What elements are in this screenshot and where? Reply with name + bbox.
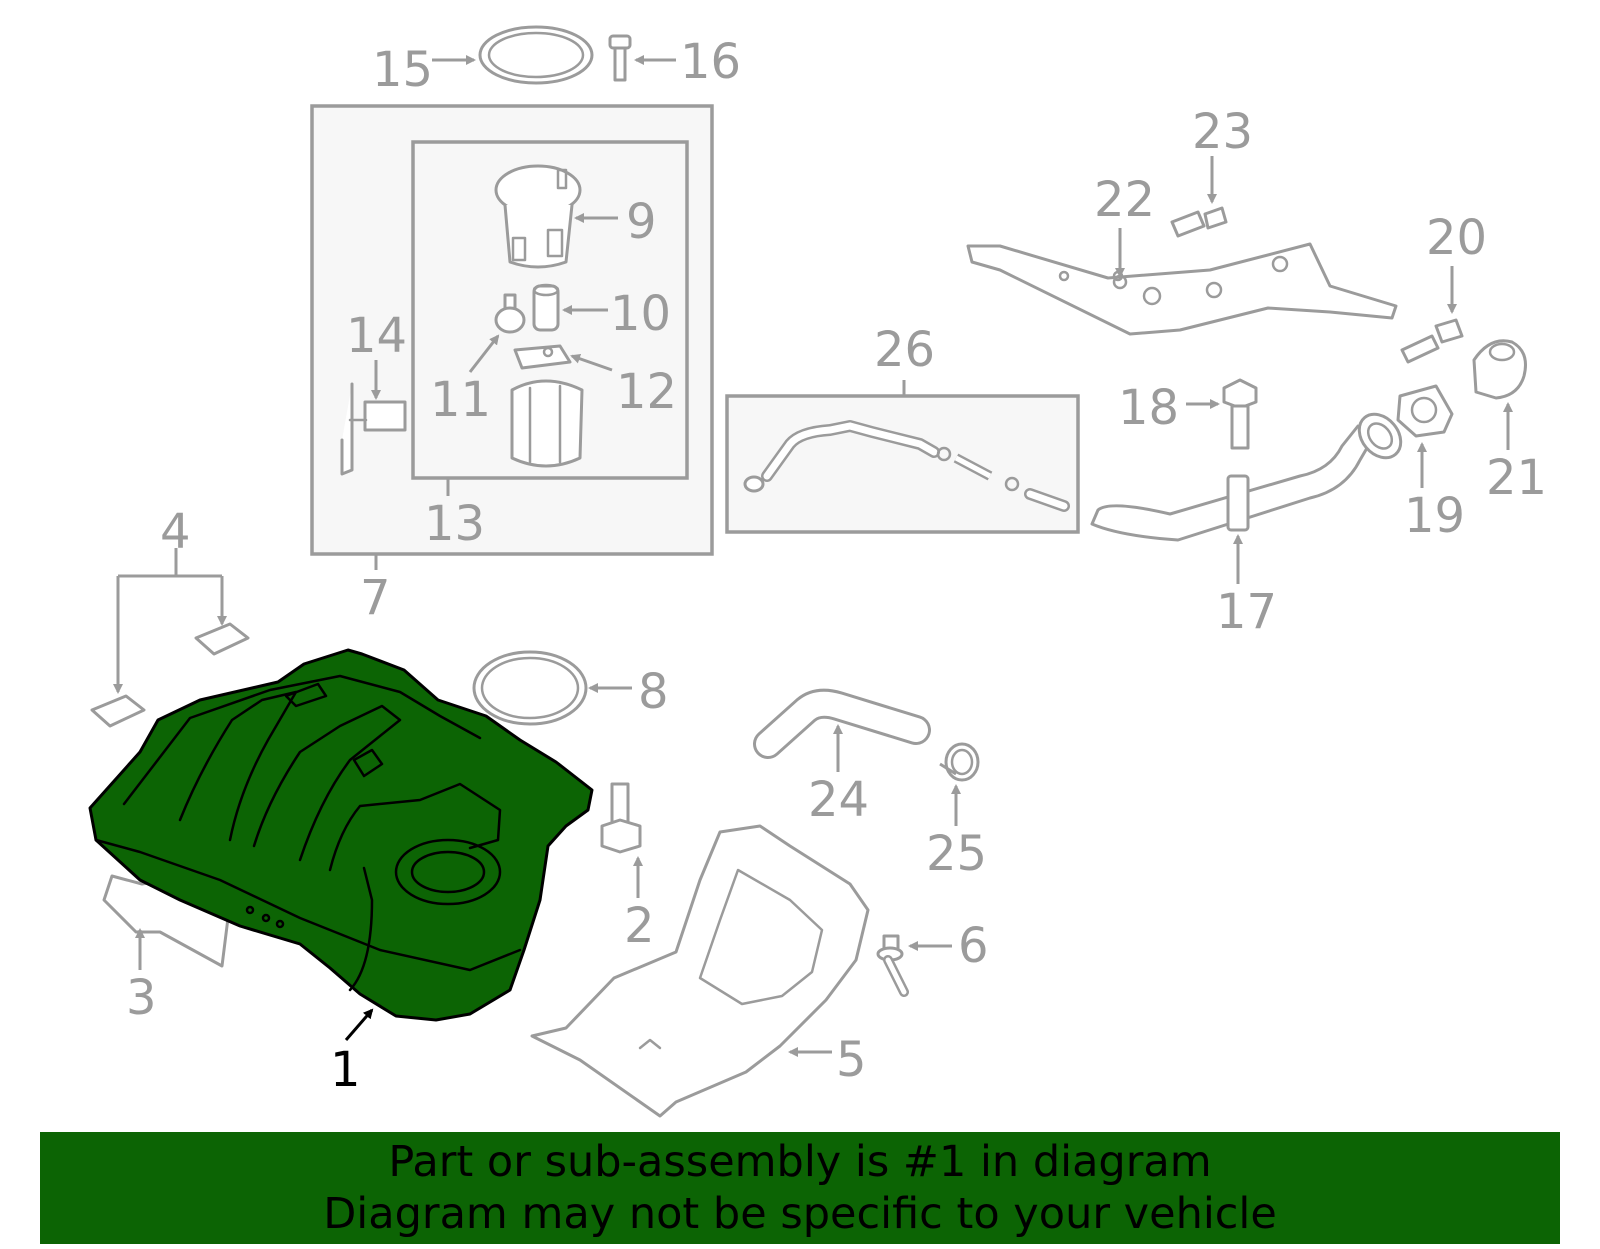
callout-13: 13 bbox=[424, 496, 485, 552]
info-banner: Part or sub-assembly is #1 in diagram Di… bbox=[40, 1132, 1560, 1244]
callout-7: 7 bbox=[360, 570, 391, 626]
part-17-filler-pipe[interactable] bbox=[1090, 406, 1409, 542]
callout-3: 3 bbox=[126, 970, 157, 1026]
callout-4: 4 bbox=[160, 504, 191, 560]
callout-20: 20 bbox=[1426, 210, 1487, 266]
callout-26: 26 bbox=[874, 322, 935, 378]
part-4-pads[interactable] bbox=[90, 622, 250, 728]
callout-22: 22 bbox=[1094, 172, 1155, 228]
callout-25: 25 bbox=[926, 826, 987, 882]
callout-6: 6 bbox=[958, 918, 989, 974]
callout-1: 1 bbox=[330, 1042, 361, 1098]
callout-10: 10 bbox=[610, 286, 671, 342]
parts-diagram: 1 2 3 4 5 6 7 8 9 10 11 12 13 14 15 16 1… bbox=[88, 25, 1547, 1118]
callout-23: 23 bbox=[1192, 104, 1253, 160]
part-20-bolt[interactable] bbox=[1400, 318, 1464, 364]
callout-21: 21 bbox=[1486, 450, 1547, 506]
callout-19: 19 bbox=[1404, 488, 1465, 544]
part-14-fuel-sender[interactable] bbox=[340, 382, 407, 476]
part-22-bracket[interactable] bbox=[966, 242, 1398, 336]
part-6-clip[interactable] bbox=[876, 934, 909, 997]
callout-15: 15 bbox=[372, 42, 433, 98]
callout-9: 9 bbox=[626, 194, 657, 250]
part-23-bolt[interactable] bbox=[1170, 206, 1228, 238]
part-21-filler-cap[interactable] bbox=[1472, 339, 1527, 400]
callout-12: 12 bbox=[616, 364, 677, 420]
callout-16: 16 bbox=[680, 34, 741, 90]
callout-17: 17 bbox=[1216, 584, 1277, 640]
callout-labels: 1 2 3 4 5 6 7 8 9 10 11 12 13 14 15 16 1… bbox=[126, 34, 1547, 1098]
callout-2: 2 bbox=[624, 898, 655, 954]
part-13-reservoir[interactable] bbox=[510, 379, 584, 468]
part-15-gasket[interactable] bbox=[478, 25, 594, 85]
part-16-screw[interactable] bbox=[608, 34, 632, 82]
part-2-bolt[interactable] bbox=[600, 782, 642, 854]
part-18-bolt[interactable] bbox=[1222, 378, 1258, 450]
part-26-hose-assembly[interactable] bbox=[743, 420, 1070, 512]
part-9-pump-module[interactable] bbox=[494, 164, 582, 269]
callout-14: 14 bbox=[346, 308, 407, 364]
callout-11: 11 bbox=[430, 372, 491, 428]
callout-24: 24 bbox=[808, 772, 869, 828]
part-10-fuel-pump[interactable] bbox=[532, 283, 560, 332]
part-25-clamp[interactable] bbox=[944, 742, 980, 782]
part-19-gasket[interactable] bbox=[1396, 384, 1454, 438]
part-24-hose[interactable] bbox=[753, 688, 931, 759]
part-8-gasket[interactable] bbox=[472, 650, 588, 726]
callout-5: 5 bbox=[836, 1032, 867, 1088]
leader-lines bbox=[113, 55, 1513, 1057]
part-5-heat-shield[interactable] bbox=[530, 824, 870, 1118]
banner-line-disclaimer: Diagram may not be specific to your vehi… bbox=[323, 1189, 1277, 1239]
part-1-fuel-tank[interactable] bbox=[88, 648, 594, 1022]
part-11-regulator[interactable] bbox=[494, 293, 526, 334]
part-12-bracket[interactable] bbox=[513, 344, 572, 370]
callout-18: 18 bbox=[1118, 380, 1179, 436]
callout-8: 8 bbox=[638, 664, 669, 720]
banner-line-part: Part or sub-assembly is #1 in diagram bbox=[388, 1137, 1212, 1187]
